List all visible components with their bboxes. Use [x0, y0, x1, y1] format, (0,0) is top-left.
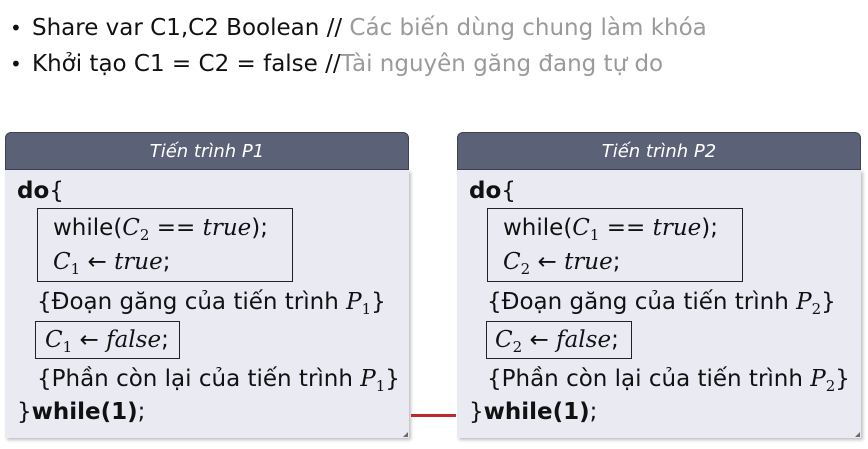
- brace-open: {: [501, 178, 516, 204]
- code-line-critical: {Đoạn găng của tiến trình P2}: [487, 289, 836, 318]
- corner-mark-icon: [855, 432, 860, 437]
- code-line-critical: {Đoạn găng của tiến trình P1}: [37, 289, 386, 318]
- corner-mark-icon: [403, 432, 408, 437]
- cond-close: );: [251, 215, 269, 241]
- cond-operator: ==: [599, 215, 653, 241]
- set-var: C2: [503, 249, 531, 278]
- bullet-dot-icon: •: [10, 52, 22, 76]
- keyword-while: while(1): [31, 399, 138, 425]
- connector-line: [411, 414, 456, 417]
- arrow-icon: ←: [530, 249, 565, 275]
- code-line-end: }while(1);: [469, 399, 598, 425]
- set-value: true: [564, 249, 613, 275]
- process-p1-panel: Tiến trình P1 do{ while(C2 == true); C1 …: [5, 132, 409, 438]
- code-line-remainder: {Phần còn lại của tiến trình P2}: [487, 366, 850, 395]
- semicolon: ;: [162, 249, 171, 275]
- code-line-do: do{: [17, 176, 64, 206]
- reset-value: false: [106, 327, 162, 353]
- code-block: do{ while(C2 == true); C1 ← true; {Đoạn …: [5, 170, 409, 438]
- brace-close: }: [17, 399, 32, 425]
- keyword-while: while(1): [483, 399, 590, 425]
- process-name: P2: [796, 289, 822, 318]
- exit-protocol-box: [35, 321, 180, 359]
- reset-value: false: [556, 327, 612, 353]
- code-line-do: do{: [469, 176, 516, 206]
- entry-protocol-box: [487, 208, 743, 282]
- set-var: C1: [53, 249, 81, 278]
- cond-value: true: [652, 215, 702, 241]
- code-line-set: C2 ← true;: [503, 247, 620, 284]
- code-line-remainder: {Phần còn lại của tiến trình P1}: [37, 366, 400, 395]
- code-line-while: while(C1 == true);: [503, 213, 718, 250]
- process-name: P1: [360, 366, 386, 395]
- bullet-text: Share var C1,C2 Boolean //: [32, 15, 343, 41]
- bullet-comment: Tài nguyên găng đang tự do: [340, 51, 664, 77]
- code-line-end: }while(1);: [17, 399, 146, 425]
- cond-operator: ==: [149, 215, 203, 241]
- cond-close: );: [701, 215, 719, 241]
- code-line-reset: C1 ← false;: [45, 327, 169, 356]
- cond-value: true: [202, 215, 252, 241]
- bullet-text: Khởi tạo C1 = C2 = false //: [32, 51, 341, 77]
- code-block: do{ while(C1 == true); C2 ← true; {Đoạn …: [457, 170, 861, 438]
- panel-title: Tiến trình P2: [457, 132, 861, 170]
- keyword-do: do: [17, 178, 50, 204]
- code-line-set: C1 ← true;: [53, 247, 170, 284]
- exit-protocol-box: [486, 321, 632, 359]
- process-p2-panel: Tiến trình P2 do{ while(C1 == true); C2 …: [457, 132, 861, 438]
- arrow-icon: ←: [522, 327, 557, 353]
- brace-close: }: [469, 399, 484, 425]
- cond-var: C2: [122, 215, 150, 244]
- brace-open: {: [49, 178, 64, 204]
- arrow-icon: ←: [72, 327, 107, 353]
- cond-var: C1: [572, 215, 600, 244]
- bullet-comment: Các biến dùng chung làm khóa: [342, 15, 707, 41]
- entry-protocol-box: [37, 208, 293, 282]
- while-keyword: while(: [53, 215, 123, 241]
- keyword-do: do: [469, 178, 502, 204]
- bullet-initialization: • Khởi tạo C1 = C2 = false //Tài nguyên …: [8, 46, 707, 82]
- arrow-icon: ←: [80, 249, 115, 275]
- set-value: true: [114, 249, 163, 275]
- bullet-dot-icon: •: [10, 16, 22, 40]
- process-name: P2: [810, 366, 836, 395]
- bullet-list: • Share var C1,C2 Boolean // Các biến dù…: [8, 10, 707, 82]
- process-name: P1: [346, 289, 372, 318]
- semicolon: ;: [612, 249, 621, 275]
- panel-title: Tiến trình P1: [5, 132, 409, 170]
- while-keyword: while(: [503, 215, 573, 241]
- reset-var: C2: [495, 327, 523, 356]
- code-line-reset: C2 ← false;: [495, 327, 619, 356]
- reset-var: C1: [45, 327, 73, 356]
- code-line-while: while(C2 == true);: [53, 213, 268, 250]
- bullet-shared-vars: • Share var C1,C2 Boolean // Các biến dù…: [8, 10, 707, 46]
